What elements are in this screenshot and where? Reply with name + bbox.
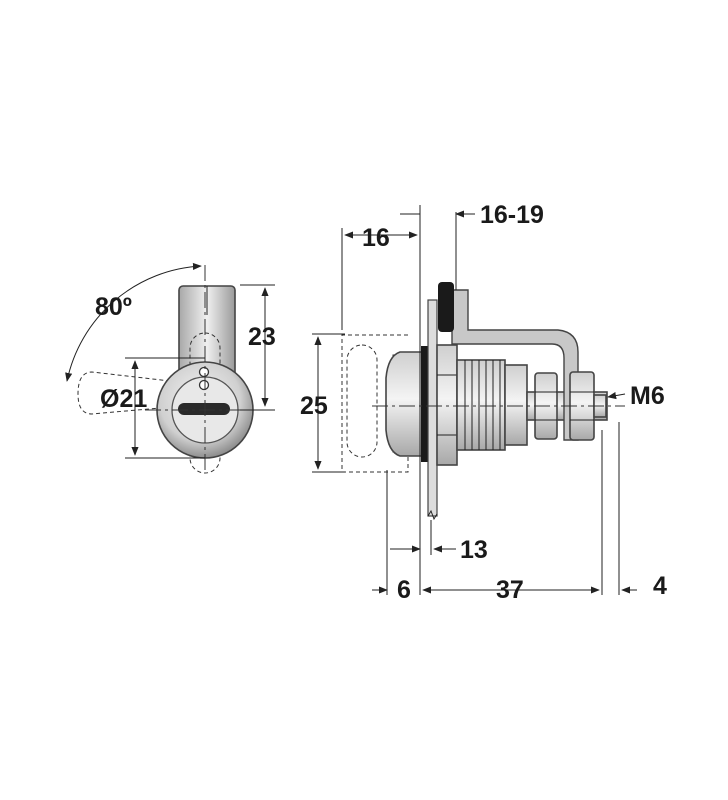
dim-23-label: 23	[248, 323, 276, 351]
dim-m6-arrow	[607, 392, 626, 400]
side-cam-slot	[346, 344, 378, 458]
cam-rotated-outline	[77, 371, 206, 415]
front-view: 80º 23 Ø21	[65, 262, 276, 474]
angle-label: 80º	[95, 293, 132, 321]
panel-nut	[436, 344, 458, 466]
dim-16-label: 16	[362, 224, 390, 252]
panel	[427, 299, 438, 517]
pin-hole-bottom	[198, 379, 210, 391]
bracket-pad	[438, 282, 454, 332]
gasket	[421, 346, 428, 462]
body-end	[504, 364, 528, 446]
dim-25-label: 25	[300, 392, 328, 420]
dim-4-label: 4	[653, 572, 667, 600]
pin-hole-top	[198, 366, 210, 378]
dim-37-label: 37	[496, 576, 524, 604]
side-view: 16-19 16 25 M6 13 6 37 4	[300, 201, 667, 604]
threads	[464, 360, 501, 450]
key-slot	[178, 403, 230, 415]
dim-16-19-label: 16-19	[480, 201, 544, 229]
dim-m6-label: M6	[630, 382, 665, 410]
threaded-body	[456, 359, 506, 451]
dim-6-label: 6	[397, 576, 411, 604]
angle-arc	[65, 262, 202, 382]
dim-13-label: 13	[460, 536, 488, 564]
dim-diameter-label: Ø21	[100, 385, 147, 413]
lock-head	[385, 351, 423, 457]
